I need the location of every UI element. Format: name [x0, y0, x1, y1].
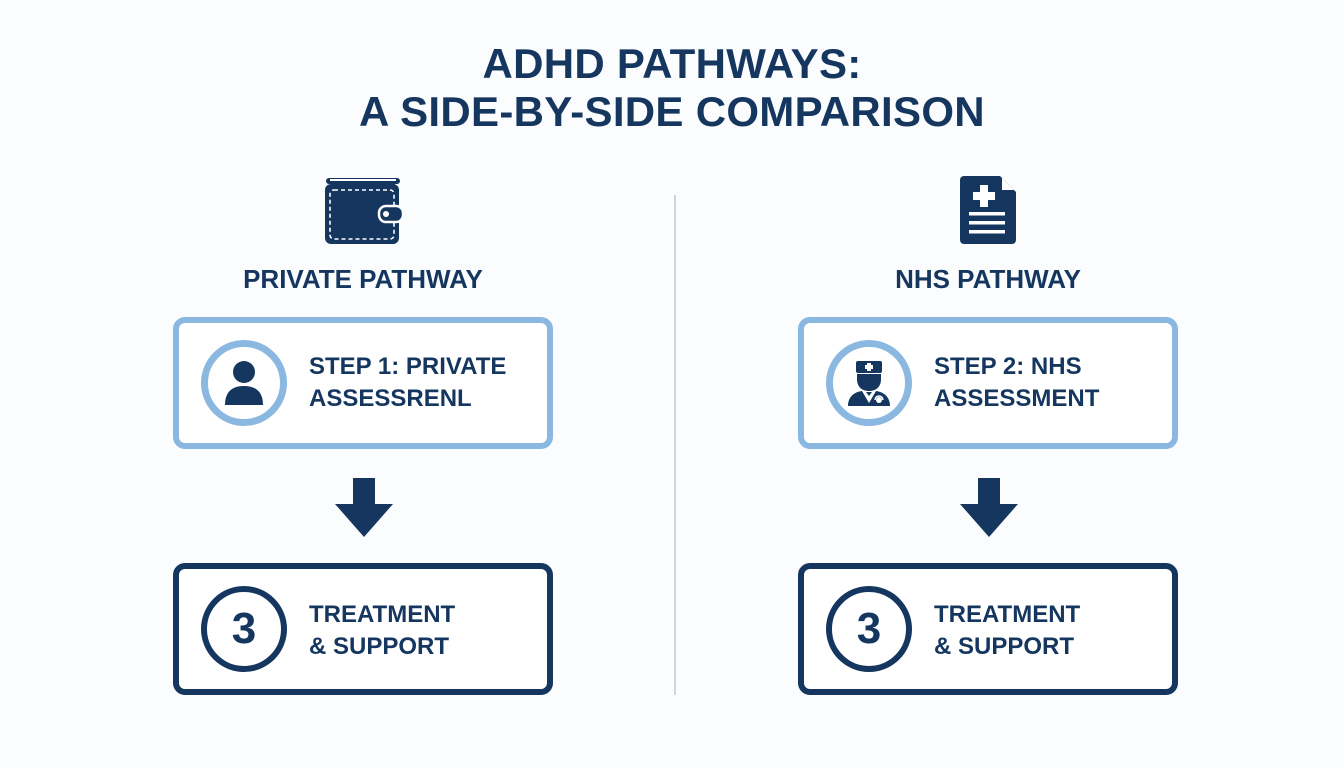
private-pathway-title: PRIVATE PATHWAY: [243, 264, 483, 294]
column-divider: [674, 195, 676, 695]
final-card-text: TREATMENT & SUPPORT: [309, 599, 455, 663]
doctor-icon: [848, 361, 890, 406]
step-card-line-1: STEP 2: NHS: [934, 353, 1082, 380]
step-card-line-1: STEP 1: PRIVATE: [309, 353, 507, 380]
final-card-line-2: & SUPPORT: [309, 633, 450, 660]
title-line-1: ADHD PATHWAYS:: [482, 40, 862, 87]
final-card-text: TREATMENT & SUPPORT: [934, 599, 1080, 663]
final-card-treatment-support: 3 TREATMENT & SUPPORT: [173, 563, 553, 695]
wallet-icon: [323, 176, 405, 251]
nhs-pathway-title: NHS PATHWAY: [895, 264, 1081, 294]
medical-document-icon: [960, 176, 1016, 249]
title-line-2: A SIDE-BY-SIDE COMPARISON: [359, 88, 985, 135]
final-card-line-1: TREATMENT: [934, 601, 1081, 628]
step-badge: [201, 340, 287, 426]
arrow-down-icon: [960, 478, 1018, 543]
step-card-text: STEP 1: PRIVATE ASSESSRENL: [309, 351, 506, 415]
step-badge: [826, 340, 912, 426]
step-card-line-2: ASSESSRENL: [309, 385, 472, 412]
final-card-treatment-support: 3 TREATMENT & SUPPORT: [798, 563, 1178, 695]
final-card-line-1: TREATMENT: [309, 601, 456, 628]
page-title: ADHD PATHWAYS: A SIDE-BY-SIDE COMPARISON: [0, 40, 1344, 136]
final-card-line-2: & SUPPORT: [934, 633, 1075, 660]
step-number-badge: 3: [826, 586, 912, 672]
step-card-nhs-assessment: STEP 2: NHS ASSESSMENT: [798, 317, 1178, 449]
arrow-down-icon: [335, 478, 393, 543]
person-icon: [225, 361, 263, 405]
step-card-private-assessment: STEP 1: PRIVATE ASSESSRENL: [173, 317, 553, 449]
step-number-badge: 3: [201, 586, 287, 672]
step-card-line-2: ASSESSMENT: [934, 385, 1100, 412]
step-card-text: STEP 2: NHS ASSESSMENT: [934, 351, 1099, 415]
